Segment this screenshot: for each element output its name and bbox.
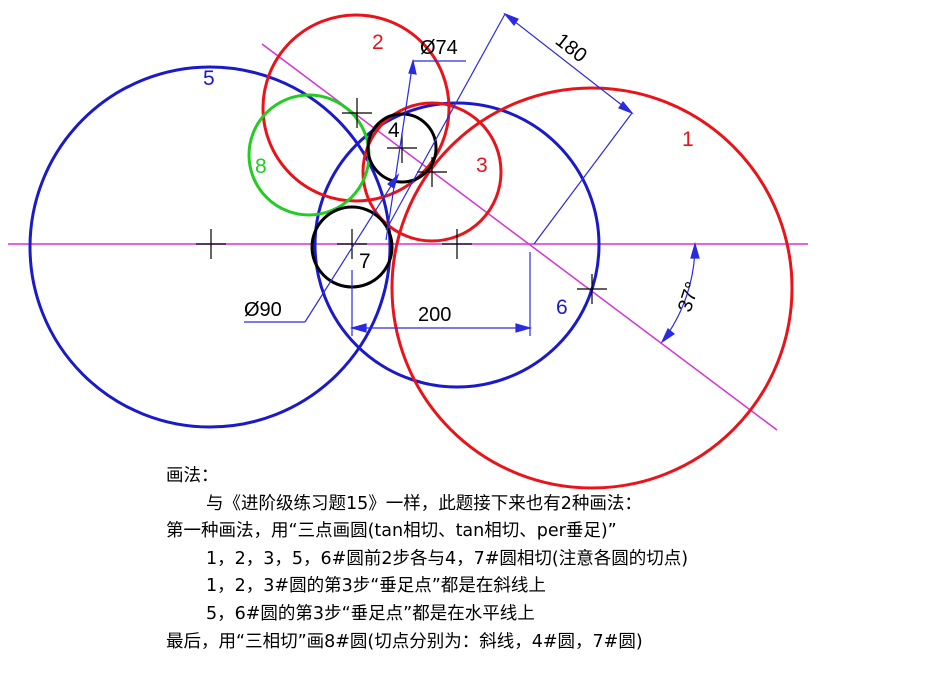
circle-label-2: 2 xyxy=(372,31,384,54)
notes-line: 1，2，3#圆的第3步“垂足点”都是在斜线上 xyxy=(206,576,546,597)
dimension-text-200: 200 xyxy=(418,304,451,326)
dimension-text-d74: Ø74 xyxy=(420,37,458,59)
leader-d90 xyxy=(244,173,400,323)
notes-line: 1，2，3，5，6#圆前2步各与4，7#圆相切(注意各圆的切点) xyxy=(206,548,689,569)
circle-5 xyxy=(28,65,392,429)
notes-line: 第一种画法，用“三点画圆(tan相切、tan相切、per垂足)” xyxy=(166,521,617,542)
notes-line: 与《进阶级练习题15》一样，此题接下来也有2种画法： xyxy=(206,493,642,514)
circle-label-7: 7 xyxy=(359,250,371,273)
circle-label-5: 5 xyxy=(203,67,215,90)
dimension-text-37: 37° xyxy=(674,279,704,315)
leader-d74 xyxy=(385,58,466,241)
dimension-180 xyxy=(385,12,634,245)
dimension-text-180: 180 xyxy=(551,29,591,67)
circle-1 xyxy=(390,86,794,490)
circle-4 xyxy=(366,112,438,184)
circle-label-6: 6 xyxy=(556,296,568,319)
circle-label-8: 8 xyxy=(255,155,267,178)
circle-label-3: 3 xyxy=(476,154,488,177)
method-notes: 画法： 与《进阶级练习题15》一样，此题接下来也有2种画法： 第一种画法，用“三… xyxy=(166,463,926,656)
circle-label-1: 1 xyxy=(682,128,694,151)
dimension-200 xyxy=(349,252,533,336)
notes-line: 5，6#圆的第3步“垂足点”都是在水平线上 xyxy=(206,603,535,624)
circle-label-4: 4 xyxy=(388,119,400,142)
notes-heading: 画法： xyxy=(166,466,219,486)
dimension-angle-37 xyxy=(660,241,700,344)
circle-6 xyxy=(313,101,601,389)
dimension-text-d90: Ø90 xyxy=(244,299,282,321)
circle-3 xyxy=(361,101,503,243)
circle-2 xyxy=(261,13,451,203)
notes-line: 最后，用“三相切”画8#圆(切点分别为：斜线，4#圆，7#圆) xyxy=(166,631,643,652)
center-marks xyxy=(196,98,607,304)
